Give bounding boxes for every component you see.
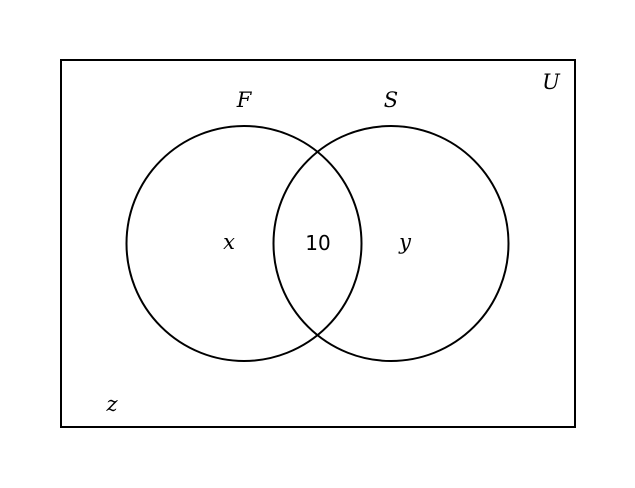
universe-rectangle: [60, 59, 576, 428]
s-only-value: y: [398, 230, 412, 254]
universe-label: U: [542, 70, 561, 94]
set-s-circle: [272, 125, 510, 362]
set-f-label: F: [236, 88, 253, 112]
intersection-value: 10: [305, 231, 330, 255]
f-only-value: x: [223, 230, 235, 254]
set-f-circle: [125, 125, 363, 362]
outside-value: z: [105, 392, 118, 416]
set-s-label: S: [384, 88, 398, 112]
